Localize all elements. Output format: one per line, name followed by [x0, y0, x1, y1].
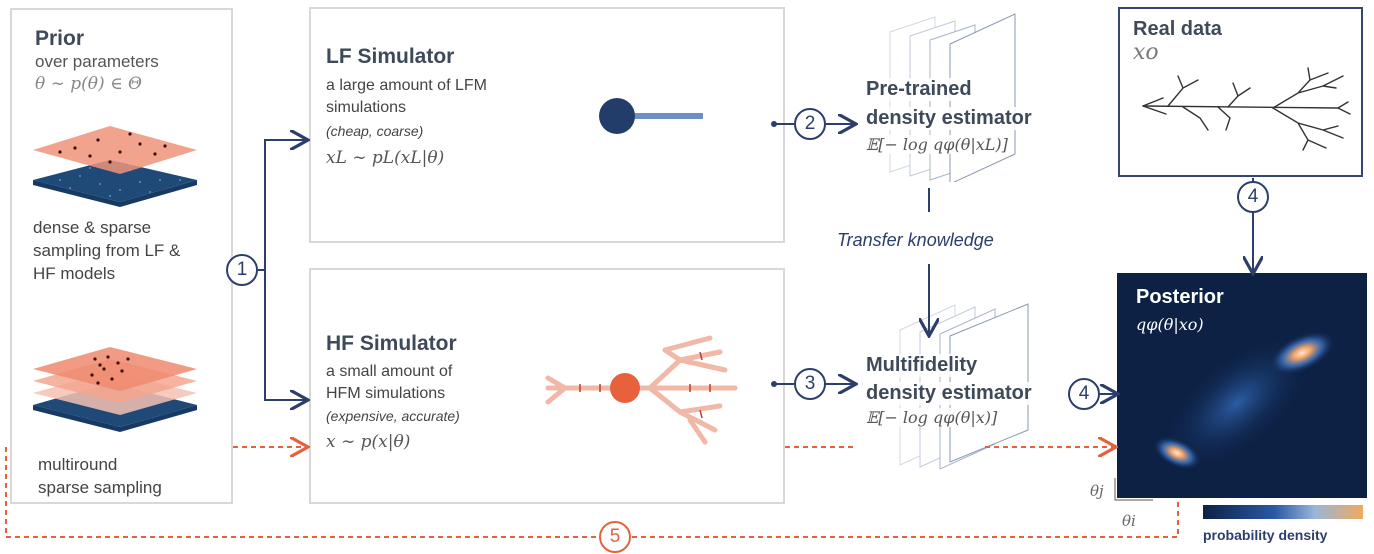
- prior-formula: θ ∼ p(θ) ∈ Θ: [35, 74, 142, 94]
- colorbar: [1203, 505, 1363, 519]
- hf-formula: x ∼ p(x|θ): [326, 432, 411, 452]
- pretrained-formula: 𝔼[− log qφ(θ|xL)]: [866, 135, 1008, 154]
- lf-desc-1: a large amount of LFM: [326, 77, 487, 94]
- multiround-caption-2: sparse sampling: [38, 478, 162, 497]
- lf-simulator-box: [309, 7, 785, 243]
- step-4-posterior: 4: [1068, 378, 1100, 410]
- lf-title: LF Simulator: [326, 45, 455, 68]
- transfer-knowledge-label: Transfer knowledge: [837, 230, 994, 250]
- hf-neuron-icon: [545, 335, 738, 445]
- axis-y-label: θj: [1090, 482, 1104, 500]
- pretrained-title-1: Pre-trained: [866, 78, 972, 101]
- prior-sample-planes-bottom: [33, 347, 197, 432]
- prior-subtitle: over parameters: [35, 52, 159, 71]
- step-5: 5: [599, 521, 631, 553]
- step-1: 1: [226, 254, 258, 286]
- hf-title: HF Simulator: [326, 332, 457, 355]
- lf-note: (cheap, coarse): [326, 123, 424, 139]
- hf-desc-1: a small amount of: [326, 363, 453, 380]
- axis-x-label: θi: [1122, 512, 1136, 530]
- lf-neuron-icon: [599, 98, 703, 134]
- axes-indicator: [1114, 478, 1153, 501]
- posterior-title: Posterior: [1136, 286, 1224, 308]
- real-data-title: Real data: [1133, 18, 1222, 40]
- pretrained-title-2: density estimator: [866, 107, 1032, 130]
- multifidelity-formula: 𝔼[− log qφ(θ|x)]: [866, 408, 998, 427]
- hf-desc-2: HFM simulations: [326, 385, 446, 402]
- step-4-real-data: 4: [1237, 181, 1269, 213]
- colorbar-label: probability density: [1203, 527, 1328, 543]
- real-data-box: [1118, 7, 1363, 177]
- multifidelity-title-2: density estimator: [866, 382, 1032, 405]
- lf-formula: xL ∼ pL(xL|θ): [326, 148, 445, 168]
- multifidelity-title-1: Multifidelity: [866, 354, 978, 377]
- dense-caption-1: dense & sparse: [33, 218, 152, 237]
- dense-caption-3: HF models: [33, 264, 116, 283]
- hf-note: (expensive, accurate): [326, 408, 460, 424]
- step-2: 2: [794, 108, 826, 140]
- dense-caption-2: sampling from LF &: [33, 241, 181, 260]
- real-data-formula: xo: [1133, 40, 1159, 65]
- posterior-heatmap: [1117, 273, 1367, 498]
- prior-sample-planes-top: [33, 126, 197, 207]
- step-3: 3: [794, 368, 826, 400]
- prior-title: Prior: [35, 27, 85, 50]
- lf-desc-2: simulations: [326, 99, 407, 116]
- posterior-formula: qφ(θ|xo): [1136, 315, 1204, 334]
- multiround-caption-1: multiround: [38, 455, 118, 474]
- real-neuron-icon: [1142, 67, 1351, 151]
